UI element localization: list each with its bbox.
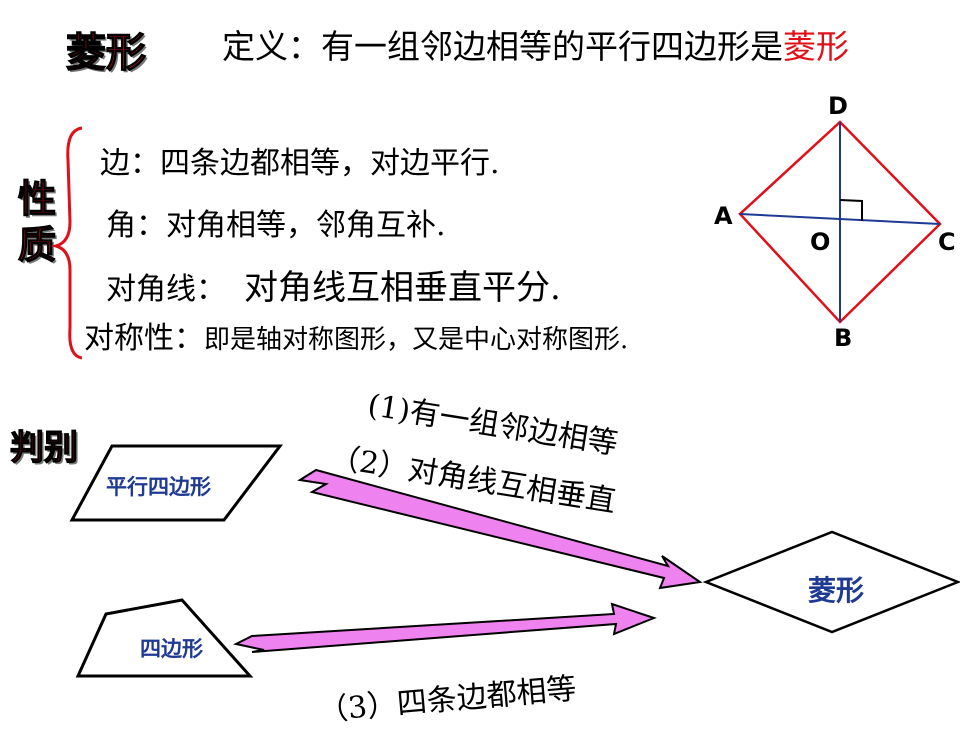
definition-highlight: 菱形 xyxy=(783,27,849,66)
quadrilateral-label: 四边形 xyxy=(140,637,203,661)
properties-brace xyxy=(50,126,83,360)
definition-text: 定义：有一组邻边相等的平行四边形是 xyxy=(222,27,783,66)
property-sides-text: 四条边都相等，对边平行. xyxy=(160,146,500,181)
right-angle-mark xyxy=(839,199,863,221)
property-diagonals-text: 对角线互相垂直平分. xyxy=(244,268,561,308)
target-rhombus-shape xyxy=(702,530,960,634)
properties-heading: 性质 xyxy=(17,176,56,267)
diagonal-ac xyxy=(739,213,941,225)
point-label-d: D xyxy=(828,92,848,120)
property-diagonals: 对角线： 对角线互相垂直平分. xyxy=(106,260,561,309)
definition: 定义：有一组邻边相等的平行四边形是菱形 xyxy=(222,20,849,68)
point-label-a: A xyxy=(714,202,733,230)
property-angles-text: 对角相等，邻角互补. xyxy=(166,208,446,243)
point-label-b: B xyxy=(834,324,852,352)
property-symmetry: 对称性：即是轴对称图形，又是中心对称图形. xyxy=(84,313,628,357)
property-angles: 角：对角相等，邻角互补. xyxy=(106,200,446,244)
target-rhombus-label: 菱形 xyxy=(808,574,864,607)
property-sides-key: 边： xyxy=(100,146,160,181)
parallelogram-shape xyxy=(69,444,284,522)
point-label-o: O xyxy=(810,228,830,256)
quadrilateral-shape xyxy=(75,598,254,678)
property-diagonals-key: 对角线： xyxy=(106,272,226,307)
arrow-quadrilateral-to-rhombus xyxy=(233,602,657,653)
parallelogram-label: 平行四边形 xyxy=(106,475,211,499)
property-sides: 边：四条边都相等，对边平行. xyxy=(100,138,500,182)
point-label-c: C xyxy=(938,228,956,256)
arrow-parallelogram-to-rhombus xyxy=(297,468,703,590)
property-symmetry-key: 对称性： xyxy=(84,321,204,356)
page-title: 菱形 xyxy=(65,29,146,76)
judgement-heading: 判别 xyxy=(9,427,78,468)
property-angles-key: 角： xyxy=(106,208,166,243)
property-symmetry-text: 即是轴对称图形，又是中心对称图形. xyxy=(204,325,629,355)
